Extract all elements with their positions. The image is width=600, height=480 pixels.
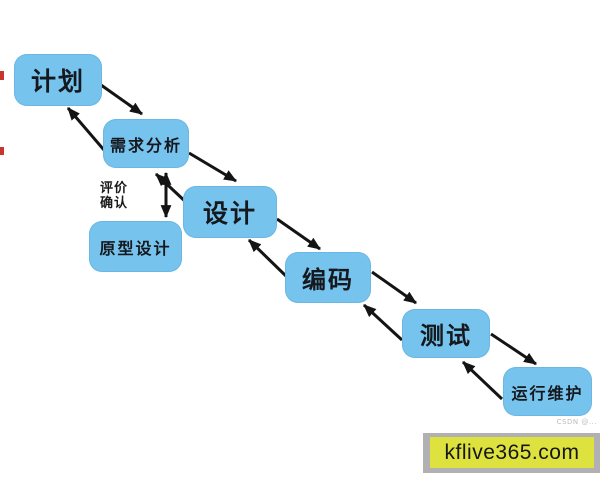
watermark-banner-text: kflive365.com bbox=[430, 437, 594, 468]
arrow-requirements-to-plan bbox=[66, 107, 106, 151]
arrow-maintenance-to-testing bbox=[461, 360, 504, 401]
edge-label-evaluate-confirm: 评价 确认 bbox=[100, 181, 134, 211]
node-testing: 测试 bbox=[402, 309, 490, 358]
arrow-requirements-to-design bbox=[188, 151, 237, 183]
arrow-design-to-coding bbox=[276, 217, 321, 251]
node-maintenance: 运行维护 bbox=[503, 367, 592, 416]
node-requirements: 需求分析 bbox=[103, 119, 189, 168]
edge-label-line1: 评价 bbox=[100, 181, 129, 196]
node-prototype: 原型设计 bbox=[89, 221, 182, 272]
red-edge-mark-bottom bbox=[0, 147, 4, 155]
csdn-watermark: CSDN @... bbox=[556, 418, 597, 426]
arrow-coding-to-design bbox=[247, 238, 289, 279]
arrow-plan-to-requirements bbox=[100, 83, 143, 116]
edge-label-line2: 确认 bbox=[100, 196, 129, 211]
watermark-banner-frame: kflive365.com bbox=[423, 433, 600, 473]
node-coding: 编码 bbox=[285, 252, 371, 303]
arrow-testing-to-coding bbox=[362, 303, 404, 342]
arrow-testing-to-maintenance bbox=[490, 332, 537, 366]
node-design: 设计 bbox=[183, 186, 277, 238]
red-edge-mark-top bbox=[0, 71, 4, 80]
arrow-coding-to-testing bbox=[371, 270, 417, 305]
node-plan: 计划 bbox=[14, 54, 102, 106]
